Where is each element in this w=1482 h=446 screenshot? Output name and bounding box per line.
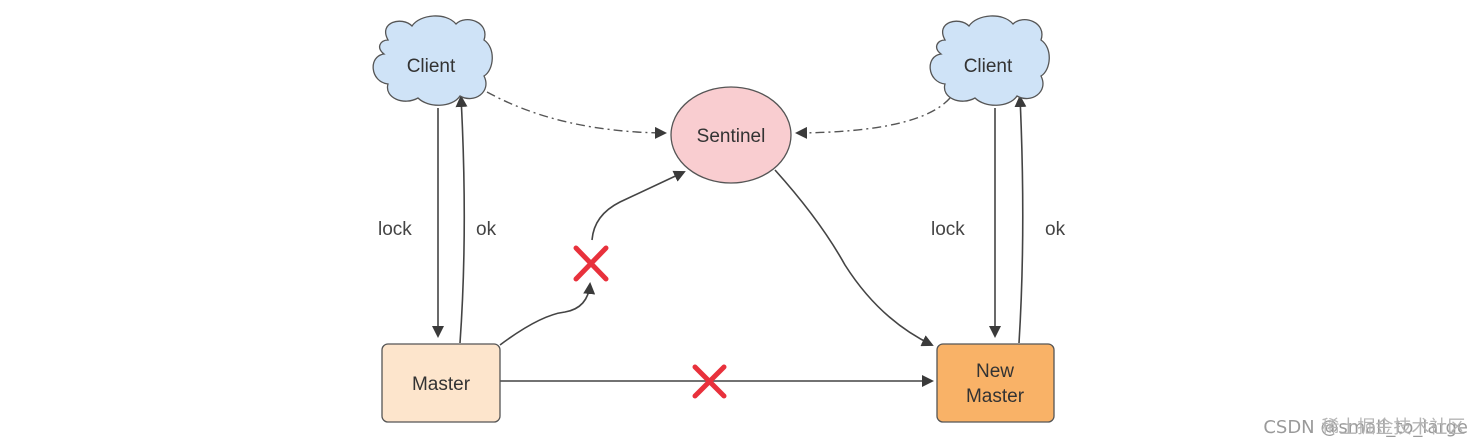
edge-label-right-ok: ok <box>1045 219 1066 240</box>
watermark-text: CSDN @small_to_large <box>1263 417 1468 438</box>
edge-sentinel-new-master <box>774 169 934 347</box>
sentinel-node: Sentinel <box>670 86 792 184</box>
new-master-label-line1: New <box>976 361 1014 382</box>
edge-right-client-sentinel <box>795 97 951 139</box>
new-master-label-line2: Master <box>966 386 1025 407</box>
watermark: CSDN @small_to_large 稀土掘金技术社区 <box>1263 417 1468 438</box>
edge-master-to-sentinel-lower <box>499 282 596 346</box>
client-cloud-left: Client <box>372 15 493 106</box>
edge-left-ok <box>455 95 468 344</box>
failure-x-mark-upper <box>573 245 609 282</box>
edge-label-right-lock: lock <box>931 219 965 240</box>
master-node: Master <box>381 343 501 423</box>
failure-x-mark-horizontal <box>692 364 727 399</box>
client-cloud-right: Client <box>929 15 1050 106</box>
new-master-node: New Master <box>936 343 1055 423</box>
edge-left-client-sentinel <box>486 91 667 139</box>
edge-label-left-ok: ok <box>476 219 497 240</box>
watermark-overlay: 稀土掘金技术社区 <box>1321 417 1466 438</box>
edge-master-to-sentinel-upper <box>591 170 686 241</box>
master-label: Master <box>412 374 471 395</box>
sentinel-label: Sentinel <box>697 126 766 147</box>
edge-label-left-lock: lock <box>378 219 412 240</box>
client-left-label: Client <box>407 56 456 77</box>
client-right-label: Client <box>964 56 1013 77</box>
edge-right-ok <box>1014 95 1027 344</box>
